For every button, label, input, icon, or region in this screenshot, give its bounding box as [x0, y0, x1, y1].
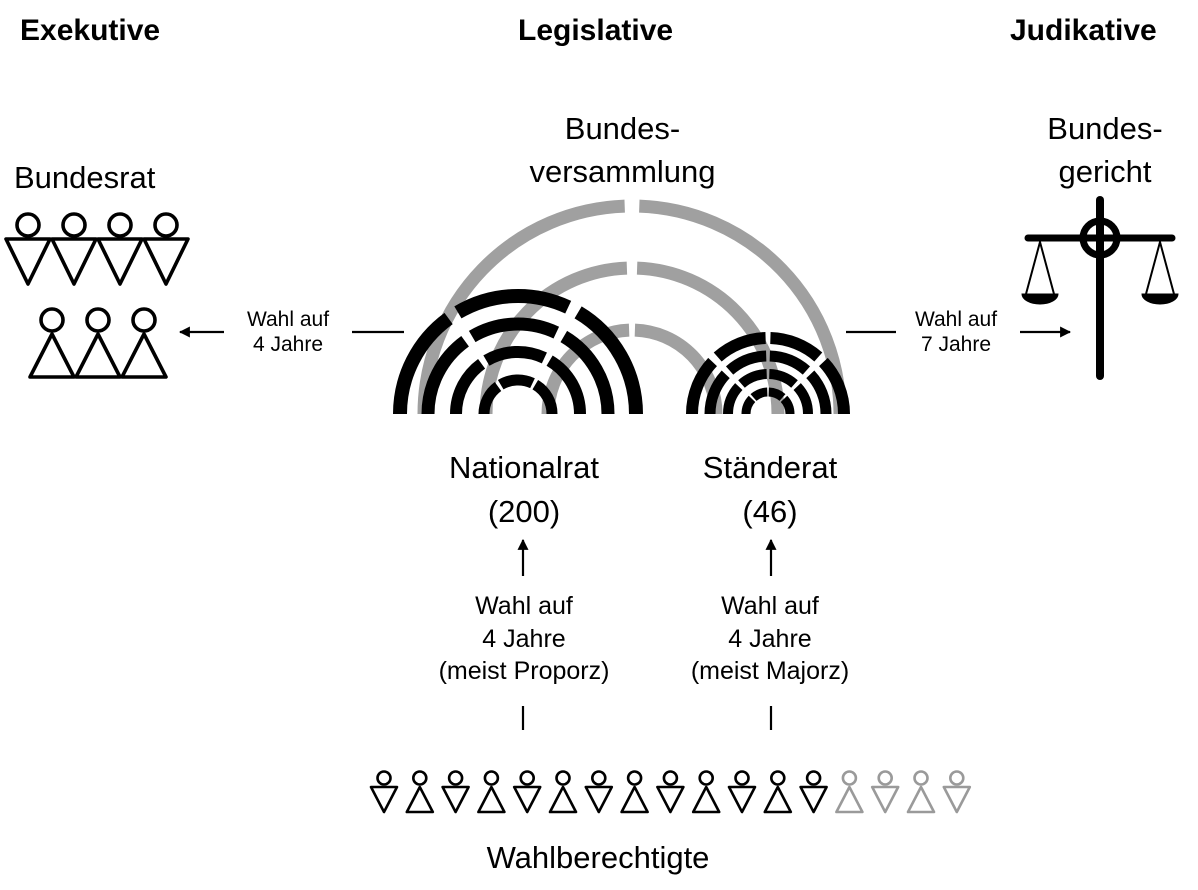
council-member-icon	[74, 307, 122, 379]
council-member-icon	[50, 212, 98, 286]
bundesrat-figures-icon	[4, 212, 190, 379]
election-judicative-line1: Wahl auf	[914, 308, 998, 331]
election-judicative-line2: 7 Jahre	[920, 332, 992, 356]
eligible-voter-icon	[620, 770, 649, 814]
election-executive-line1: Wahl auf	[246, 308, 330, 331]
election-staenderat-line1: Wahl auf	[721, 592, 819, 620]
eligible-voter-icon	[369, 770, 399, 814]
eligible-voter-icon	[584, 770, 614, 814]
eligible-voter-icon	[512, 770, 542, 814]
election-nationalrat-line1: Wahl auf	[475, 592, 573, 620]
council-member-icon	[4, 212, 52, 286]
staenderat-block: Ständerat (46)	[670, 446, 870, 534]
ineligible-voter-icon	[870, 770, 900, 814]
nationalrat-name: Nationalrat	[449, 450, 599, 485]
eligible-voter-icon	[548, 770, 578, 814]
election-staenderat-line3: (meist Majorz)	[690, 657, 850, 685]
council-member-icon	[120, 307, 168, 379]
court-title-line2: gericht	[1058, 153, 1152, 189]
eligible-voter-icon	[727, 770, 757, 814]
voters-label: Wahlberechtigte	[486, 840, 710, 875]
court-title: Bundes- gericht	[1030, 108, 1180, 194]
assembly-title-line2: versammlung	[529, 153, 716, 189]
election-executive-label: Wahl auf 4 Jahre	[228, 308, 348, 358]
eligible-voter-icon	[763, 770, 793, 814]
election-nationalrat-line2: 4 Jahre	[482, 624, 566, 653]
council-member-icon	[28, 307, 76, 379]
election-staenderat-line2: 4 Jahre	[728, 624, 812, 653]
election-executive-line2: 4 Jahre	[252, 332, 324, 356]
election-judicative-label: Wahl auf 7 Jahre	[896, 308, 1016, 358]
nationalrat-block: Nationalrat (200)	[424, 446, 624, 534]
voters-figures-icon	[369, 770, 972, 814]
ineligible-voter-icon	[942, 770, 972, 814]
header-executive: Exekutive	[20, 14, 161, 47]
election-staenderat-label: Wahl auf 4 Jahre (meist Majorz)	[660, 590, 880, 688]
court-title-line1: Bundes-	[1047, 111, 1163, 146]
staenderat-seats: (46)	[742, 494, 798, 530]
ineligible-voter-icon	[835, 770, 864, 814]
election-nationalrat-line3: (meist Proporz)	[438, 657, 610, 685]
staenderat-name: Ständerat	[702, 450, 838, 485]
assembly-title-line1: Bundes-	[564, 111, 681, 146]
nationalrat-seats: (200)	[487, 494, 561, 530]
header-legislative: Legislative	[518, 14, 674, 47]
ineligible-voter-icon	[906, 770, 936, 814]
council-member-icon	[142, 212, 190, 286]
eligible-voter-icon	[656, 770, 685, 814]
eligible-voter-icon	[477, 770, 506, 814]
eligible-voter-icon	[799, 770, 828, 814]
eligible-voter-icon	[691, 770, 721, 814]
eligible-voter-icon	[405, 770, 435, 814]
parliament-hemicycle-icon	[392, 199, 850, 415]
scales-of-justice-icon	[1021, 196, 1179, 380]
bundesrat-title: Bundesrat	[14, 160, 156, 195]
header-judicative: Judikative	[1010, 14, 1157, 47]
eligible-voter-icon	[441, 770, 470, 814]
council-member-icon	[96, 212, 144, 286]
election-nationalrat-label: Wahl auf 4 Jahre (meist Proporz)	[414, 590, 634, 688]
assembly-title: Bundes- versammlung	[500, 108, 745, 194]
